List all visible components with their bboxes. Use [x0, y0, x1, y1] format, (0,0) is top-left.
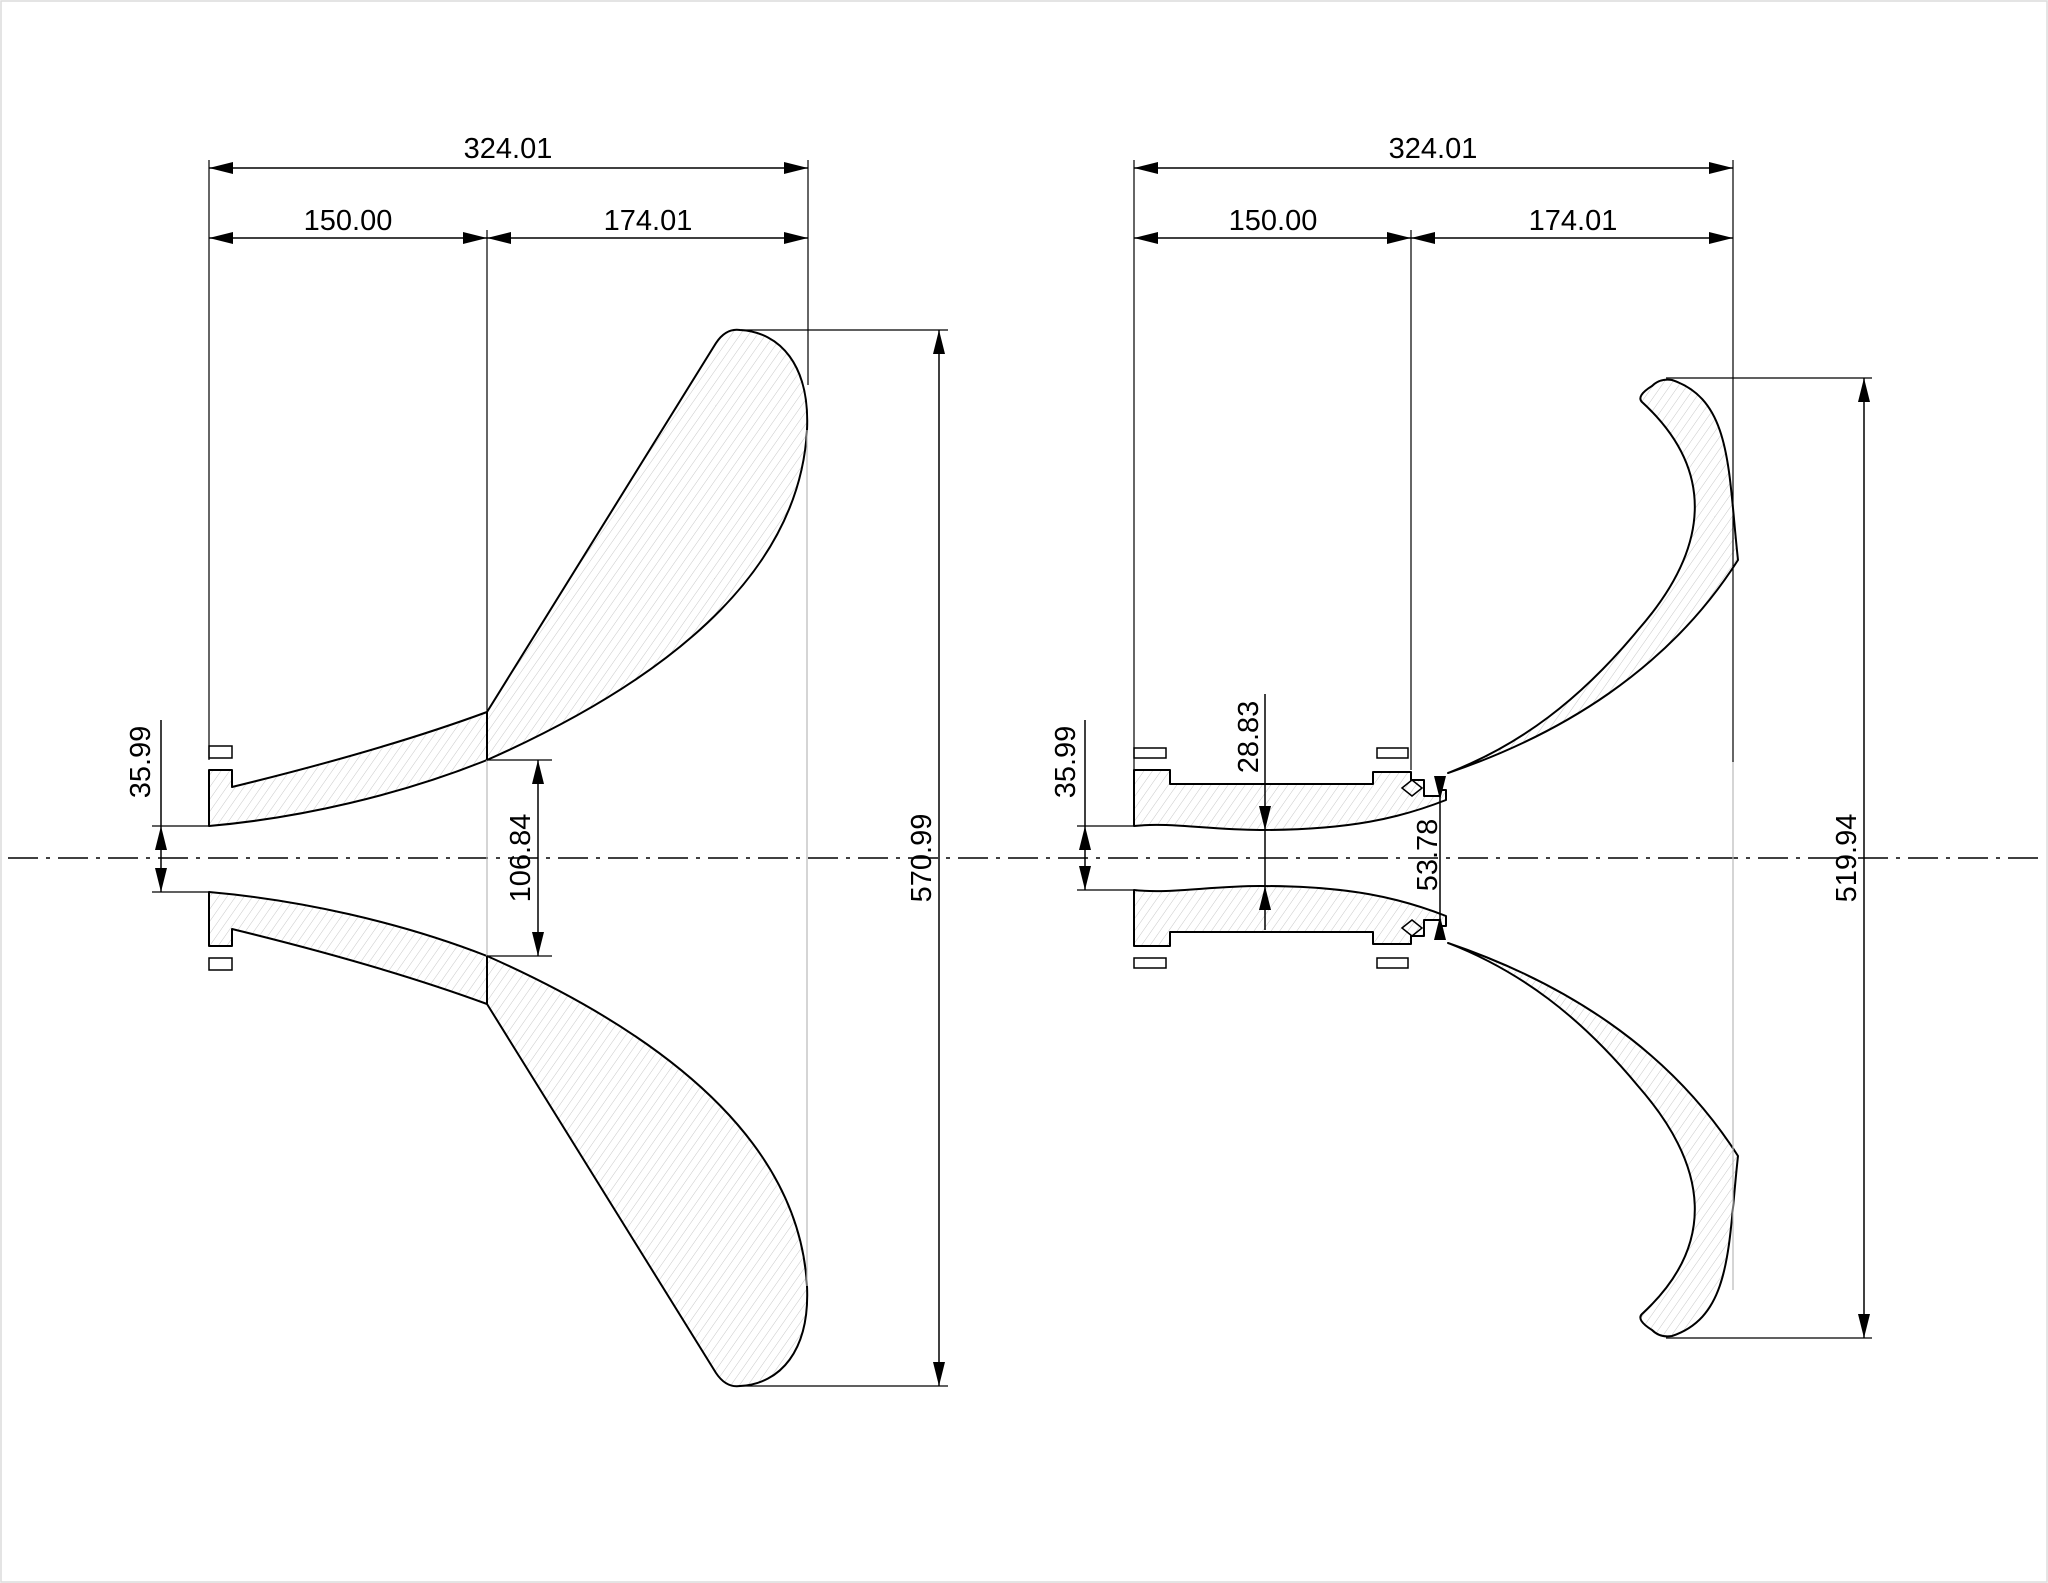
right-lower-seal [1400, 919, 1424, 937]
left-lower-flange-tab [208, 957, 233, 971]
right-lower-flare [1447, 942, 1739, 1338]
left-total-height-label: 570.99 [906, 814, 938, 903]
right-dimensions [1079, 162, 1870, 1338]
right-bore-opening-label: 28.83 [1233, 701, 1265, 774]
left-throat-opening-label: 35.99 [125, 726, 157, 799]
right-upper-seal [1400, 779, 1424, 797]
left-upper-flange-tab [208, 745, 233, 759]
left-lower-throat [208, 891, 488, 1005]
right-throat-opening-label: 35.99 [1050, 726, 1082, 799]
left-lower-flare [486, 955, 809, 1388]
left-total-width-label: 324.01 [464, 133, 553, 165]
right-upper-rear-tab [1376, 747, 1409, 759]
right-joint-opening-label: 53.78 [1412, 819, 1444, 892]
right-extension-lines [1077, 160, 1872, 1339]
right-outer-width-label: 174.01 [1529, 205, 1618, 237]
right-lower-throat [1133, 885, 1447, 947]
right-lower-rear-tab [1376, 957, 1409, 969]
left-mid-opening-label: 106.84 [505, 814, 537, 903]
right-lower-flange-tab [1133, 957, 1167, 969]
left-outer-width-label: 174.01 [604, 205, 693, 237]
left-extension-lines [152, 160, 948, 1387]
right-inner-width-label: 150.00 [1229, 205, 1318, 237]
right-upper-throat [1133, 769, 1447, 831]
left-horn-view [208, 328, 809, 1388]
left-upper-throat [208, 711, 488, 827]
right-horn-view [1133, 378, 1739, 1338]
left-inner-width-label: 150.00 [304, 205, 393, 237]
right-total-width-label: 324.01 [1389, 133, 1478, 165]
left-upper-flare [486, 328, 809, 761]
right-upper-flange-tab [1133, 747, 1167, 759]
left-dimensions [155, 162, 945, 1386]
right-total-height-label: 519.94 [1831, 814, 1863, 903]
right-upper-flare [1447, 378, 1739, 774]
